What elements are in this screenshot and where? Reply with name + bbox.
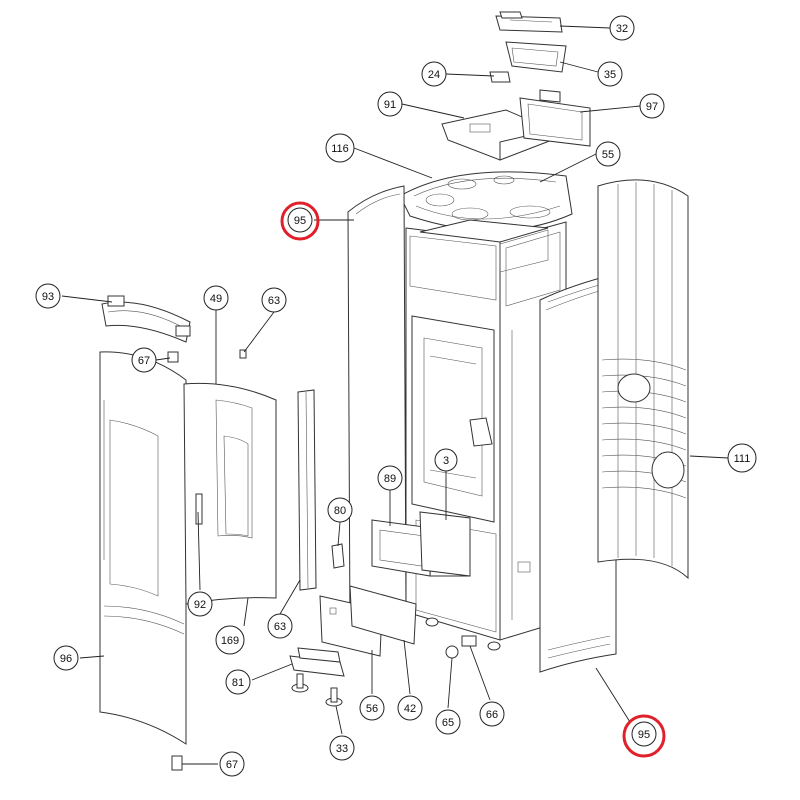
part-111-rear-panel [597, 179, 689, 580]
svg-text:96: 96 [60, 653, 72, 665]
part-96-front-panel [99, 351, 187, 745]
callout-97: 97 [639, 93, 665, 119]
callout-56: 56 [359, 695, 385, 721]
svg-text:55: 55 [602, 149, 614, 161]
svg-text:67: 67 [226, 759, 238, 771]
svg-text:81: 81 [232, 677, 244, 689]
callout-67-bottom: 67 [219, 751, 245, 777]
svg-text:65: 65 [442, 717, 454, 729]
callout-80: 80 [327, 497, 353, 523]
callout-91: 91 [377, 91, 403, 117]
part-80-bracket [331, 543, 345, 569]
svg-text:33: 33 [336, 743, 348, 755]
callout-49: 49 [203, 285, 229, 311]
svg-text:49: 49 [210, 293, 222, 305]
svg-text:66: 66 [486, 709, 498, 721]
svg-text:116: 116 [331, 143, 349, 155]
svg-text:95: 95 [638, 729, 650, 741]
part-32-handle [495, 11, 563, 33]
callout-63-bottom: 63 [267, 613, 293, 639]
callout-111: 111 [727, 443, 757, 473]
svg-text:80: 80 [334, 505, 346, 517]
callout-93: 93 [35, 283, 61, 309]
part-67-bottom-clip [171, 755, 183, 771]
svg-text:93: 93 [42, 291, 54, 303]
svg-text:89: 89 [384, 473, 396, 485]
svg-text:42: 42 [404, 703, 416, 715]
callout-89: 89 [377, 465, 403, 491]
part-63-vertical-profile [297, 389, 317, 591]
leader-lines [61, 25, 729, 765]
part-95-front-right-panel [539, 273, 617, 673]
callout-81: 81 [225, 669, 251, 695]
part-24-clip [489, 71, 511, 83]
callout-55: 55 [595, 141, 621, 167]
svg-text:169: 169 [221, 635, 239, 647]
part-116-top-cover [399, 171, 573, 231]
svg-text:32: 32 [616, 23, 628, 35]
svg-text:67: 67 [138, 355, 150, 367]
callout-42: 42 [397, 695, 423, 721]
svg-text:92: 92 [194, 599, 206, 611]
svg-text:63: 63 [268, 295, 280, 307]
part-33-adjustable-feet [291, 673, 343, 707]
callout-63-top: 63 [261, 287, 287, 313]
callout-95-top: 95 [280, 201, 320, 241]
callouts: 32 35 24 91 97 116 55 95 93 49 63 67 111… [35, 15, 757, 777]
part-3-firebox [419, 511, 471, 577]
svg-text:111: 111 [734, 453, 751, 465]
callout-66: 66 [479, 701, 505, 727]
svg-text:35: 35 [604, 69, 616, 81]
part-81-foot-bracket [289, 647, 345, 677]
callout-96: 96 [53, 645, 79, 671]
svg-text:3: 3 [443, 455, 449, 467]
callout-169: 169 [215, 625, 245, 655]
svg-text:95: 95 [294, 215, 306, 227]
svg-text:91: 91 [384, 99, 396, 111]
callout-116: 116 [325, 133, 355, 163]
part-67-top-clip [167, 351, 179, 363]
callout-33: 33 [329, 735, 355, 761]
callout-95-bottom: 95 [622, 714, 666, 758]
callout-65: 65 [435, 709, 461, 735]
part-66-switch [461, 635, 477, 647]
part-42-plate [349, 585, 417, 645]
part-35-bracket [505, 41, 567, 73]
part-49-glass-panel [183, 349, 277, 605]
part-97-tray [519, 89, 591, 147]
callout-3: 3 [434, 448, 458, 472]
svg-text:56: 56 [366, 703, 378, 715]
part-65-knob [445, 645, 459, 659]
svg-text:63: 63 [274, 621, 286, 633]
callout-32: 32 [609, 15, 635, 41]
svg-text:97: 97 [646, 101, 658, 113]
callout-35: 35 [597, 61, 623, 87]
callout-24: 24 [421, 61, 447, 87]
callout-67-top: 67 [131, 347, 157, 373]
svg-text:24: 24 [428, 69, 440, 81]
callout-92: 92 [187, 591, 213, 617]
part-93-top-trim [101, 295, 191, 343]
